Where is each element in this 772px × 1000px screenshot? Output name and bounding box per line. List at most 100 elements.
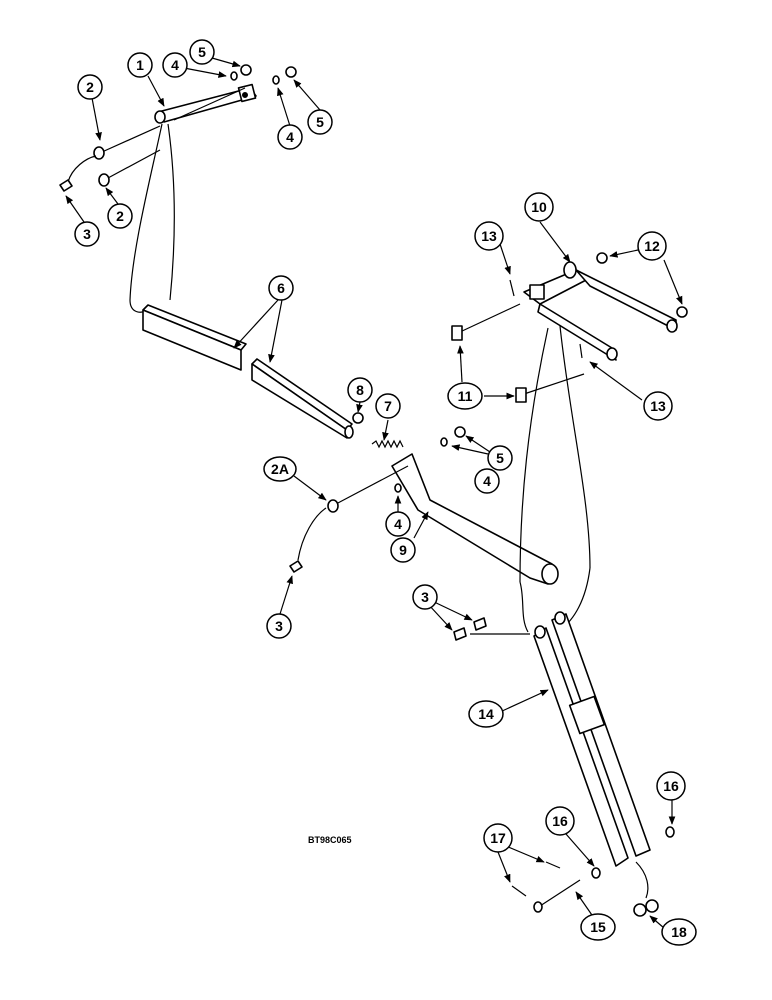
part-12-nut-upper [596, 252, 608, 264]
part-14-lower-link [533, 611, 651, 867]
part-16-washer-right [665, 826, 675, 838]
callout-5-center: 5 [487, 445, 513, 471]
svg-text:6: 6 [277, 280, 285, 296]
assembly-outline-left [129, 123, 175, 313]
callout-4-center-lower: 4 [385, 511, 411, 537]
svg-text:17: 17 [490, 830, 506, 846]
svg-text:13: 13 [650, 398, 666, 414]
leader-lines [65, 57, 683, 929]
svg-text:11: 11 [458, 388, 473, 404]
callout-12: 12 [637, 231, 667, 261]
callout-3-center: 3 [412, 584, 438, 610]
callout-17: 17 [483, 823, 513, 853]
part-13-cotter-pin-lower [579, 343, 583, 359]
part-15-pin [533, 879, 581, 913]
part-17-cotter-pin-b [545, 861, 561, 869]
svg-text:2: 2 [86, 79, 94, 95]
svg-text:3: 3 [83, 226, 91, 242]
part-16-washer-lower [591, 867, 601, 879]
callout-2-lower: 2 [107, 203, 133, 229]
svg-text:15: 15 [590, 919, 606, 935]
part-18-arc [635, 861, 649, 899]
part-5-nut-top-left [240, 64, 252, 76]
callout-8: 8 [347, 377, 373, 403]
callout-3-upper-left: 3 [74, 221, 100, 247]
part-4-washer-center [440, 437, 448, 447]
part-13-cotter-pin-upper [509, 279, 515, 297]
svg-text:12: 12 [644, 238, 660, 254]
callout-2A: 2A [263, 456, 297, 482]
part-5-nut-top-right [285, 66, 297, 78]
figure-code: BT98C065 [308, 835, 352, 845]
svg-text:2A: 2A [271, 461, 289, 477]
callout-18: 18 [661, 918, 697, 946]
callout-2-upper: 2 [77, 74, 103, 100]
svg-text:7: 7 [384, 398, 392, 414]
part-3-grease-fitting-4 [453, 627, 467, 641]
part-18-bushing-a [633, 903, 647, 917]
part-4-washer-top-left [230, 71, 238, 81]
svg-text:4: 4 [171, 57, 179, 73]
callout-6: 6 [268, 275, 294, 301]
part-12-nut-lower [676, 306, 688, 318]
svg-text:8: 8 [356, 382, 364, 398]
part-7-spring [371, 439, 404, 449]
part-3-grease-fitting-3 [473, 617, 487, 631]
part-5-nut-center [454, 426, 466, 438]
callout-15: 15 [580, 913, 616, 941]
callout-13-upper: 13 [474, 221, 504, 251]
callout-7: 7 [375, 393, 401, 419]
callout-13-lower: 13 [643, 391, 673, 421]
callout-14: 14 [468, 700, 504, 728]
part-18-bushing-b [645, 899, 659, 913]
svg-text:1: 1 [136, 57, 144, 73]
svg-text:13: 13 [481, 228, 497, 244]
part-2-bolt-lower [98, 149, 161, 187]
callout-4-top-right: 4 [277, 124, 303, 150]
callout-5-top-right: 5 [307, 109, 333, 135]
callout-4-top-left: 4 [162, 52, 188, 78]
svg-text:3: 3 [421, 589, 429, 605]
svg-text:5: 5 [198, 44, 206, 60]
callout-10: 10 [524, 192, 554, 222]
part-17-cotter-pin-a [511, 885, 527, 897]
part-8-nut [352, 412, 364, 424]
assembly-outline-right-upper [519, 325, 591, 583]
part-3-grease-fitting-2 [289, 560, 303, 573]
part-11-pin-lower [515, 373, 585, 403]
part-3-fitting-arc [67, 155, 97, 183]
svg-text:4: 4 [394, 516, 402, 532]
svg-text:10: 10 [531, 199, 547, 215]
svg-text:3: 3 [275, 618, 283, 634]
part-4-washer-center-lower [394, 483, 402, 493]
callout-11: 11 [447, 382, 483, 410]
callout-9: 9 [390, 537, 416, 563]
part-3-fitting-arc-2 [297, 507, 327, 561]
part-3-grease-fitting [59, 179, 73, 192]
callout-4-center: 4 [474, 468, 500, 494]
part-2A-long-bolt [327, 465, 409, 513]
svg-text:9: 9 [399, 542, 407, 558]
svg-text:5: 5 [316, 114, 324, 130]
part-10-upper-bracket [523, 261, 678, 361]
svg-text:16: 16 [663, 778, 679, 794]
part-11-pin-upper [451, 303, 521, 341]
svg-text:5: 5 [496, 450, 504, 466]
part-6-cross-shaft [142, 304, 354, 439]
svg-text:16: 16 [552, 813, 568, 829]
svg-text:14: 14 [478, 706, 494, 722]
callout-5-top-left: 5 [189, 39, 215, 65]
svg-text:4: 4 [483, 473, 491, 489]
part-2-bolt-upper [93, 125, 161, 160]
callout-16-lower: 16 [545, 806, 575, 836]
part-4-washer-top-right [272, 75, 280, 85]
svg-text:2: 2 [116, 208, 124, 224]
callout-16-right: 16 [656, 771, 686, 801]
svg-text:4: 4 [286, 129, 294, 145]
svg-text:18: 18 [671, 924, 687, 940]
callout-1: 1 [127, 52, 153, 78]
part-9-lower-arm [391, 453, 559, 585]
callout-3-center-left: 3 [266, 613, 292, 639]
